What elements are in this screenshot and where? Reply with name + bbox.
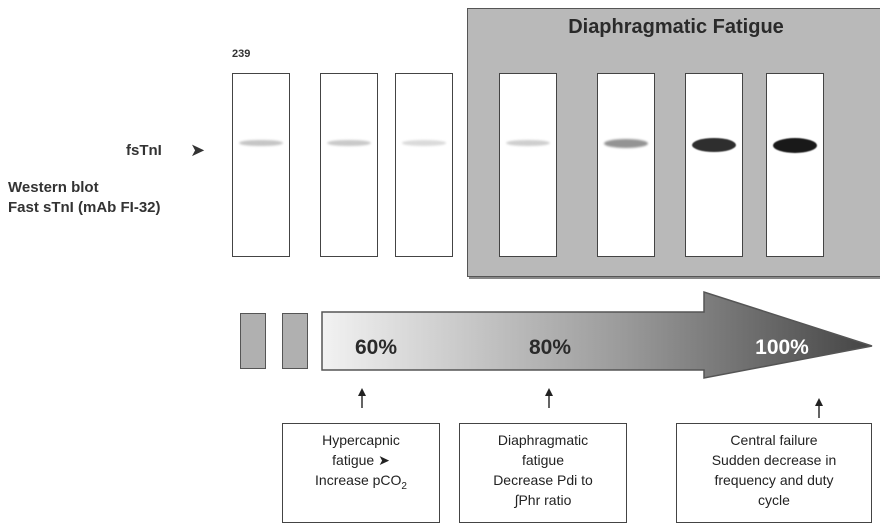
fstni-band xyxy=(773,138,817,153)
hypercapnic-fatigue-box: Hypercapnic fatigue ➤ Increase pCO2 xyxy=(282,423,440,523)
arrowhead-right-icon: ➤ xyxy=(190,140,206,160)
desc-line: ∫Phr ratio xyxy=(514,492,572,508)
baseline-box-2 xyxy=(282,313,308,369)
desc-line: fatigue xyxy=(521,452,565,468)
desc-line: Sudden decrease in xyxy=(711,452,837,468)
up-arrow-icon xyxy=(815,398,823,418)
blot-lane-4 xyxy=(499,73,557,257)
desc-line: frequency and duty xyxy=(714,472,834,488)
desc-line: Decrease Pdi to xyxy=(493,472,593,488)
fstni-band xyxy=(506,139,550,147)
marker-60: 60% xyxy=(355,336,397,359)
marker-100: 100% xyxy=(755,336,809,359)
desc-line: Diaphragmatic xyxy=(497,432,589,448)
band-label: fsTnI xyxy=(126,142,162,159)
fstni-band xyxy=(327,139,371,147)
desc-line: Central failure xyxy=(730,432,818,448)
western-blot-label: Western blot Fast sTnI (mAb FI-32) xyxy=(8,178,161,218)
desc-line: cycle xyxy=(758,492,790,508)
fstni-band xyxy=(604,139,648,149)
fstni-band xyxy=(692,138,736,153)
western-blot-line-2: Fast sTnI (mAb FI-32) xyxy=(8,199,161,216)
blot-lane-3 xyxy=(395,73,453,257)
desc-line: fatigue xyxy=(332,452,375,468)
marker-80: 80% xyxy=(529,336,571,359)
blot-lane-1 xyxy=(232,73,290,257)
arrowhead-right-icon: ➤ xyxy=(378,452,390,468)
baseline-box-1 xyxy=(240,313,266,369)
diaphragmatic-fatigue-box: Diaphragmatic fatigue Decrease Pdi to ∫P… xyxy=(459,423,627,523)
central-failure-box: Central failure Sudden decrease in frequ… xyxy=(676,423,872,523)
desc-line: Increase pCO xyxy=(315,472,402,488)
blot-lane-7 xyxy=(766,73,824,257)
progression-arrow: 60% 80% 100% xyxy=(321,290,873,379)
up-arrow-icon xyxy=(358,388,366,408)
blot-lane-2 xyxy=(320,73,378,257)
fstni-band xyxy=(402,139,446,146)
fatigue-panel-title: Diaphragmatic Fatigue xyxy=(568,16,784,38)
blot-lane-6 xyxy=(685,73,743,257)
western-blot-line-1: Western blot xyxy=(8,179,99,196)
up-arrow-icon xyxy=(545,388,553,408)
desc-line: Hypercapnic xyxy=(322,432,400,448)
blot-lane-5 xyxy=(597,73,655,257)
subscript-2: 2 xyxy=(401,480,407,492)
fstni-band xyxy=(239,139,283,147)
sample-number: 239 xyxy=(232,48,251,60)
